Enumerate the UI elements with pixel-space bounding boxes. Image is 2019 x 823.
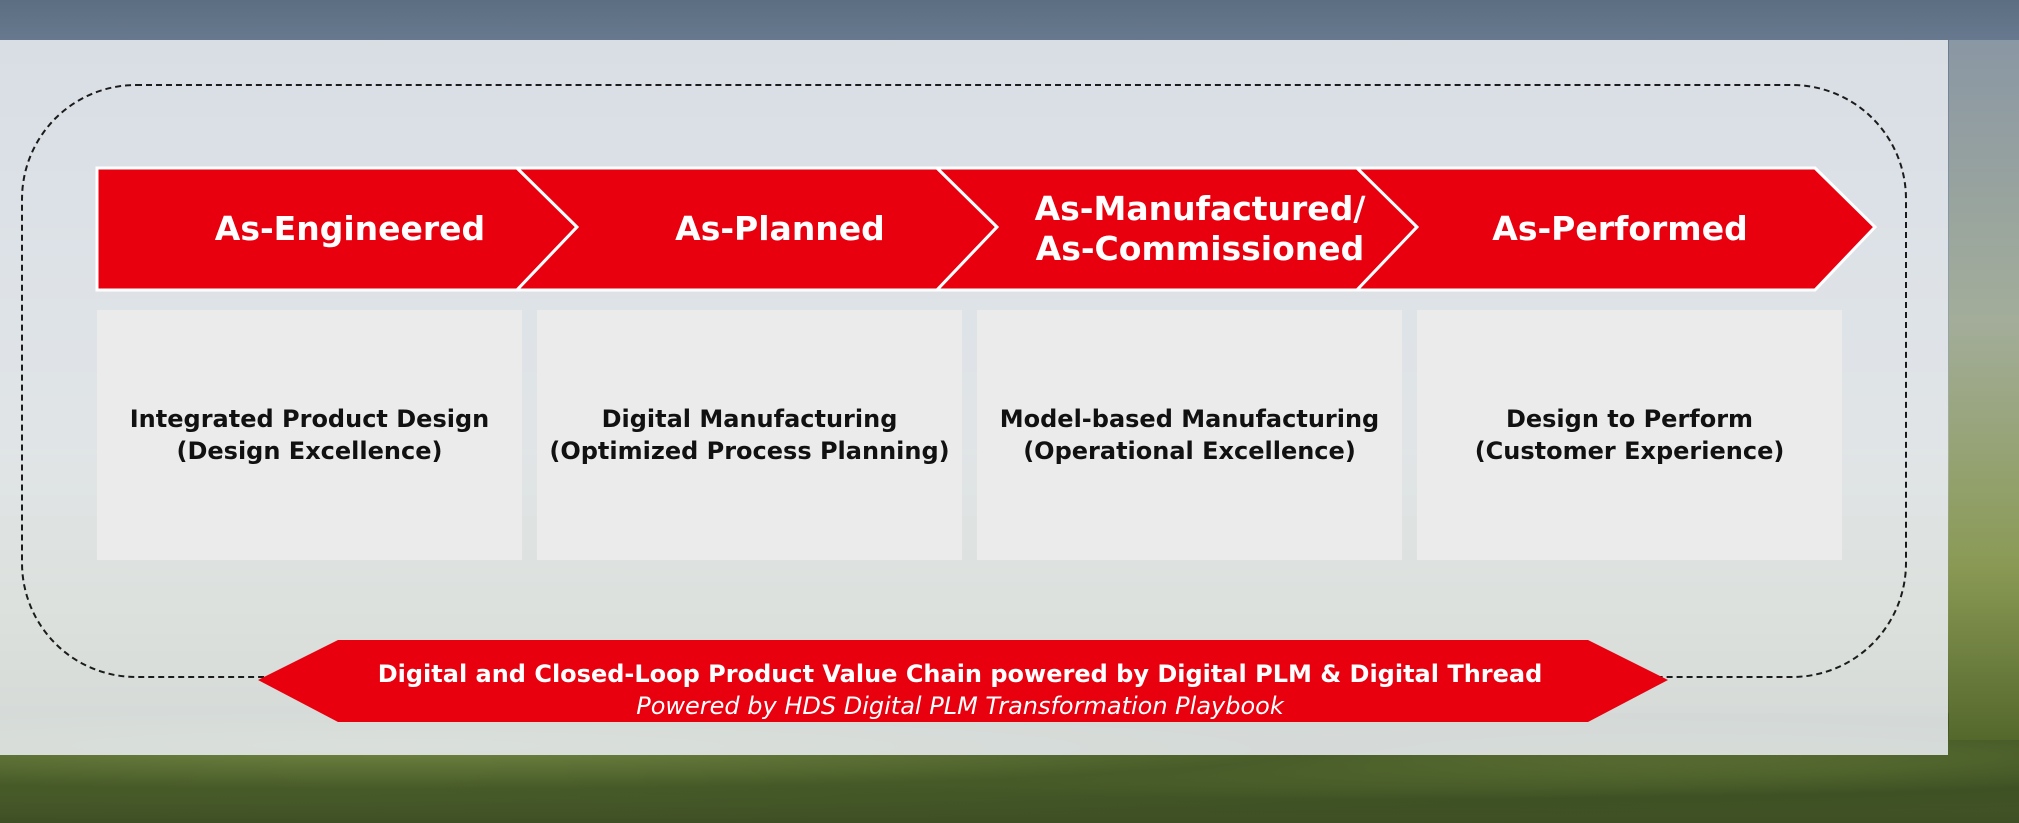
stage-label-line1: As-Engineered — [214, 209, 486, 248]
stage-label-as-manufactured: As-Manufactured/ As-Commissioned — [960, 168, 1440, 290]
capability-box-digital-manufacturing: Digital Manufacturing (Optimized Process… — [537, 310, 962, 560]
capability-title: Model-based Manufacturing — [999, 405, 1380, 433]
capability-subtitle: (Optimized Process Planning) — [549, 437, 950, 465]
capability-title: Design to Perform — [1505, 405, 1754, 433]
capability-subtitle: (Design Excellence) — [176, 437, 443, 465]
capability-box-design-to-perform: Design to Perform (Customer Experience) — [1417, 310, 1842, 560]
stage-label-line1: As-Manufactured/ — [1034, 189, 1366, 228]
capability-box-integrated-product-design: Integrated Product Design (Design Excell… — [97, 310, 522, 560]
stage-label-as-engineered: As-Engineered — [110, 168, 590, 290]
capability-subtitle: (Operational Excellence) — [1023, 437, 1356, 465]
background-strip — [1949, 40, 2019, 740]
capability-box-model-based-manufacturing: Model-based Manufacturing (Operational E… — [977, 310, 1402, 560]
value-chain-banner-shape — [258, 640, 1668, 722]
banner-main-text: Digital and Closed-Loop Product Value Ch… — [377, 660, 1543, 688]
stage-label-as-planned: As-Planned — [540, 168, 1020, 290]
value-chain-banner: Digital and Closed-Loop Product Value Ch… — [260, 650, 1660, 730]
capability-title: Integrated Product Design — [129, 405, 490, 433]
capability-subtitle: (Customer Experience) — [1474, 437, 1785, 465]
stage-arrow-as-performed — [1353, 166, 1878, 292]
stage-label-line2: As-Commissioned — [1035, 229, 1365, 268]
capability-title: Digital Manufacturing — [601, 405, 898, 433]
stage-label-as-performed: As-Performed — [1380, 168, 1860, 290]
stage-label-line1: As-Performed — [1492, 209, 1748, 248]
stage-label-line1: As-Planned — [675, 209, 885, 248]
banner-sub-text: Powered by HDS Digital PLM Transformatio… — [636, 692, 1284, 720]
